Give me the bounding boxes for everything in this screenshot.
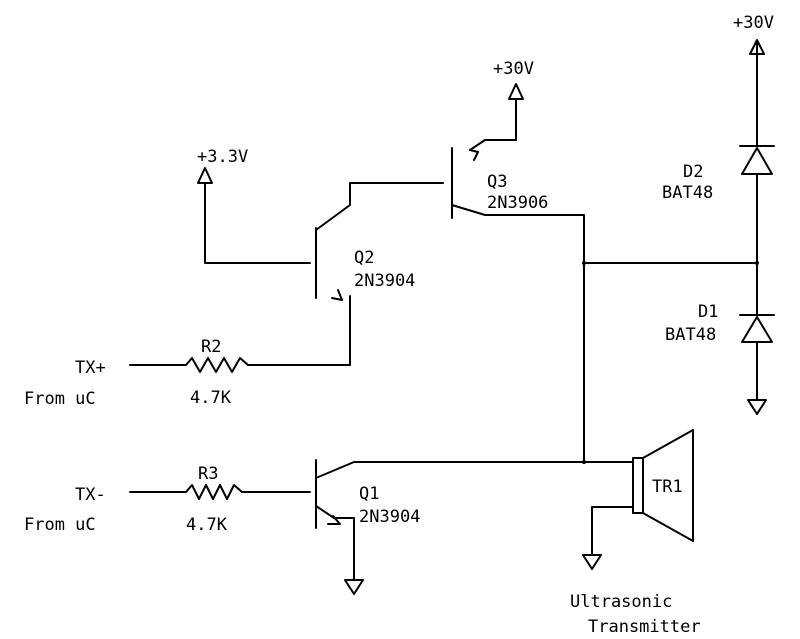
supply-label-30v-right: +30V	[733, 13, 774, 33]
diode-d1	[739, 314, 775, 343]
ground-symbol-q1	[344, 579, 364, 595]
ultrasonic-transmitter-symbol	[632, 429, 694, 542]
tx-plus-source-label: From uC	[24, 389, 96, 409]
resistor-r2	[185, 357, 249, 373]
tx-minus-label: TX-	[75, 485, 106, 505]
q2-part-label: 2N3904	[354, 271, 415, 291]
transmitter-caption-line2: Transmitter	[588, 617, 701, 637]
tx-plus-label: TX+	[75, 358, 106, 378]
r3-ref-label: R3	[198, 464, 218, 484]
transmitter-caption-line1: Ultrasonic	[570, 592, 672, 612]
r3-value-label: 4.7K	[186, 515, 228, 535]
wires	[129, 41, 758, 581]
diode-d2	[739, 145, 775, 175]
d1-ref-label: D1	[698, 302, 718, 322]
q3-ref-label: Q3	[487, 172, 507, 192]
resistor-r3	[185, 484, 243, 500]
d2-part-label: BAT48	[662, 183, 713, 203]
q1-ref-label: Q1	[359, 484, 379, 504]
q2-ref-label: Q2	[354, 248, 374, 268]
supply-arrow-3v3	[197, 167, 213, 184]
supply-arrow-30v-right	[749, 39, 765, 55]
transmitter-ref-label: TR1	[652, 477, 683, 497]
ground-symbol-transmitter	[582, 554, 602, 570]
transistor-q1	[315, 459, 341, 529]
r2-value-label: 4.7K	[190, 388, 232, 408]
supply-label-30v-q3: +30V	[493, 59, 534, 79]
transistor-q3	[451, 147, 479, 219]
q1-part-label: 2N3904	[359, 507, 420, 527]
r2-ref-label: R2	[201, 337, 221, 357]
d1-part-label: BAT48	[665, 325, 716, 345]
ground-symbol-d1	[747, 399, 767, 415]
q3-part-label: 2N3906	[487, 193, 548, 213]
transistor-q2	[315, 227, 343, 301]
tx-minus-source-label: From uC	[24, 515, 96, 535]
supply-arrow-30v-q3	[508, 83, 524, 100]
junction-dots	[582, 261, 759, 464]
supply-label-3v3: +3.3V	[197, 147, 248, 167]
d2-ref-label: D2	[683, 162, 703, 182]
